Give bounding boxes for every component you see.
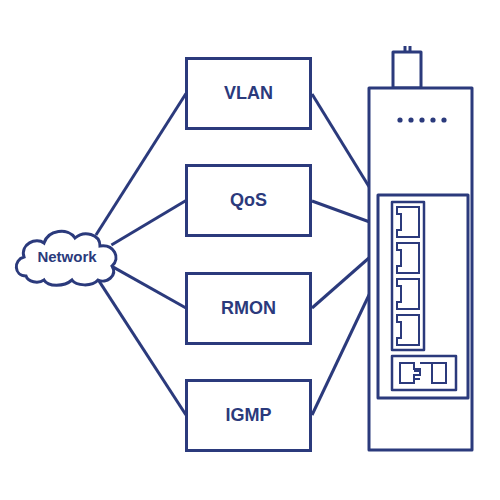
network-link (111, 201, 186, 246)
ethernet-port (397, 315, 419, 345)
connector-pin (409, 46, 412, 52)
led-row (397, 117, 446, 122)
cloud-label: Network (37, 248, 96, 265)
sfp-port (400, 363, 446, 383)
network-link (112, 266, 186, 308)
cloud-shape (16, 231, 116, 285)
status-led (430, 117, 435, 122)
status-led (408, 117, 413, 122)
feature-box: RMON (185, 272, 312, 345)
feature-label: QoS (230, 190, 267, 211)
port-panel (378, 195, 468, 398)
feature-box: VLAN (185, 57, 312, 130)
status-led (441, 117, 446, 122)
feature-box: IGMP (185, 379, 312, 452)
network-link (96, 94, 186, 236)
network-link (96, 277, 186, 415)
top-connector (393, 52, 421, 88)
status-led (397, 117, 402, 122)
switch-housing (369, 88, 472, 450)
sfp-slot (392, 356, 456, 390)
ethernet-port (397, 243, 419, 273)
network-cloud: Network (12, 224, 122, 288)
ethernet-ports (397, 207, 419, 345)
box-to-switch-line (312, 94, 376, 198)
connector-pin (404, 46, 407, 52)
feature-label: RMON (221, 298, 276, 319)
ethernet-port (397, 207, 419, 237)
port-column (392, 202, 424, 350)
feature-box: QoS (185, 164, 312, 237)
ethernet-port (397, 279, 419, 309)
sfp-port-shape (400, 363, 446, 383)
feature-label: IGMP (225, 405, 271, 426)
feature-label: VLAN (224, 83, 273, 104)
status-led (419, 117, 424, 122)
